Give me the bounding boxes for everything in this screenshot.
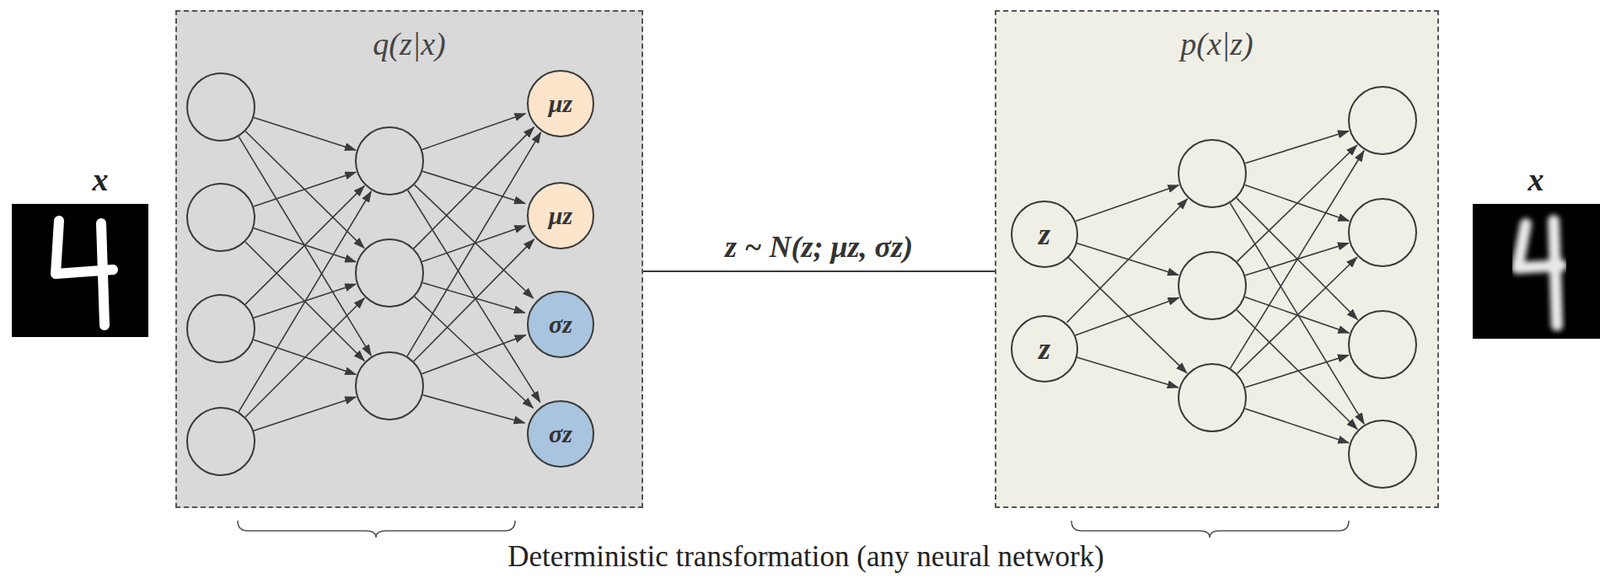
output-digit-image xyxy=(1472,204,1600,339)
neuron xyxy=(355,352,424,420)
neuron-label: z xyxy=(1038,219,1051,250)
neuron-circle: z xyxy=(1010,200,1079,269)
variable-label: x xyxy=(92,161,109,199)
neuron xyxy=(187,73,255,141)
sampling-label: z ~ N(z; μz, σz) xyxy=(721,230,917,265)
neuron xyxy=(1348,311,1417,379)
network-connection xyxy=(1236,144,1357,262)
network-connection xyxy=(253,117,356,151)
neuron-label: σz xyxy=(548,311,573,338)
network-connection xyxy=(1236,257,1357,374)
network-panel: p(x|z) z z xyxy=(994,10,1439,509)
network-connection xyxy=(407,132,541,357)
neuron xyxy=(1178,364,1246,432)
panel-fill xyxy=(175,10,644,509)
network-connection xyxy=(1229,150,1364,369)
neuron xyxy=(355,239,424,307)
sample-connector xyxy=(643,270,995,273)
neuron-circle: μz xyxy=(526,182,595,250)
network-connection xyxy=(238,136,371,356)
bracket-caption: Deterministic transformation (any neural… xyxy=(507,540,1105,575)
network-neurons xyxy=(187,73,1417,489)
network-connection xyxy=(421,335,526,375)
network-connections xyxy=(238,113,1364,444)
network-connection xyxy=(422,283,525,314)
network-connection xyxy=(413,127,535,249)
neuron xyxy=(1348,86,1417,155)
network-connection xyxy=(413,239,535,362)
neuron-circle: z xyxy=(1010,315,1079,383)
panel-heading: p(x|z) xyxy=(996,26,1438,63)
network-connection xyxy=(1067,257,1187,374)
network-connection xyxy=(1245,355,1349,388)
network-connection xyxy=(1075,242,1179,275)
network-connection xyxy=(245,298,365,418)
neuron-label: μz xyxy=(548,91,573,117)
neuron xyxy=(187,295,255,363)
neuron-circle: σz xyxy=(526,400,595,468)
network-connection xyxy=(408,190,541,403)
neuron xyxy=(1348,198,1417,267)
neuron-label: σz xyxy=(548,421,573,447)
neuron-label: μz xyxy=(548,203,573,229)
network-connection xyxy=(1245,131,1349,164)
input-digit-image xyxy=(11,204,149,338)
neuron xyxy=(187,408,255,476)
network-connection xyxy=(1229,203,1364,425)
network-connection xyxy=(253,171,356,207)
network-connection xyxy=(1075,297,1180,336)
neuron xyxy=(1178,252,1246,320)
neuron-circle: μz xyxy=(526,69,595,138)
network-connection xyxy=(245,131,365,249)
neuron xyxy=(355,127,424,195)
neuron xyxy=(1178,139,1246,208)
bracket xyxy=(237,520,516,538)
digit-stroke xyxy=(1517,220,1562,326)
variable-label: x xyxy=(1528,161,1545,199)
network-panel: q(z|x) μz μz σz σz xyxy=(175,10,644,509)
network-connection xyxy=(1067,198,1188,323)
network-connection xyxy=(1075,185,1180,222)
neuron-label: z xyxy=(1038,333,1051,365)
neuron-circle: σz xyxy=(526,290,595,359)
neuron xyxy=(1348,420,1417,489)
digit-stroke xyxy=(55,220,113,326)
bracket xyxy=(1071,520,1349,538)
network-connection xyxy=(414,184,534,299)
panel-heading: q(z|x) xyxy=(177,26,642,63)
neuron xyxy=(187,183,255,252)
network-connection xyxy=(423,395,526,424)
network-connection xyxy=(1075,357,1178,388)
network-connection xyxy=(1245,408,1349,444)
network-connection xyxy=(253,397,356,431)
network-connection xyxy=(238,191,371,413)
network-connection xyxy=(422,113,527,151)
panel-fills xyxy=(175,10,1439,509)
panel-fill xyxy=(994,10,1439,509)
